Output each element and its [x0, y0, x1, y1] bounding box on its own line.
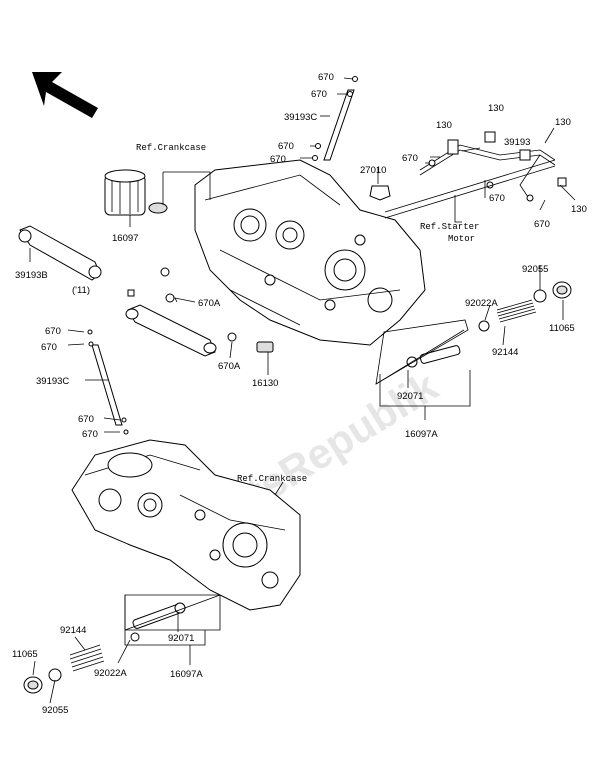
label-130: 130 [571, 204, 587, 215]
label-11-note: ('11) [72, 285, 90, 296]
label-16097: 16097 [112, 233, 138, 244]
label-670: 670 [45, 326, 61, 337]
label-39193b: 39193B [15, 270, 48, 281]
label-130: 130 [436, 120, 452, 131]
pipe-39193b-part [18, 225, 102, 281]
ref-starter-line1: Ref.Starter [420, 222, 479, 232]
label-16097a: 16097A [405, 429, 438, 440]
label-670: 670 [270, 154, 286, 165]
label-39193c: 39193C [36, 376, 69, 387]
ref-starter-line2: Motor [448, 234, 475, 244]
label-92055: 92055 [42, 705, 68, 716]
pipe-39193-part [419, 131, 567, 202]
relief-valve-top-part [406, 281, 572, 368]
label-670: 670 [278, 141, 294, 152]
label-11065: 11065 [549, 323, 575, 334]
switch-27010-part [369, 185, 391, 201]
lower-crankcase [71, 439, 301, 611]
label-92071: 92071 [397, 391, 423, 402]
label-11065: 11065 [12, 649, 38, 660]
label-27010: 27010 [360, 165, 386, 176]
label-670a: 670A [218, 361, 241, 372]
front-arrow-icon [32, 72, 98, 118]
label-130: 130 [555, 117, 571, 128]
label-130: 130 [488, 103, 504, 114]
label-92055: 92055 [522, 264, 548, 275]
label-92144: 92144 [60, 625, 86, 636]
pipe-39193c-left-part [87, 329, 129, 435]
ref-crankcase-lower: Ref.Crankcase [237, 474, 307, 484]
ref-crankcase-upper: Ref.Crankcase [136, 143, 206, 153]
label-39193: 39193 [504, 137, 530, 148]
label-92144: 92144 [492, 347, 518, 358]
label-670: 670 [41, 342, 57, 353]
label-92022a: 92022A [94, 668, 127, 679]
label-92022a: 92022A [465, 298, 498, 309]
label-670: 670 [489, 193, 505, 204]
label-670: 670 [534, 219, 550, 230]
label-670a: 670A [198, 298, 221, 309]
label-92071: 92071 [168, 633, 194, 644]
upper-crankcase [194, 159, 426, 346]
starter-reference-line-2 [384, 165, 556, 219]
label-670: 670 [311, 89, 327, 100]
label-670: 670 [82, 429, 98, 440]
starter-reference-line [384, 159, 556, 213]
leader-lines [29, 77, 576, 704]
label-16097a: 16097A [170, 669, 203, 680]
oil-pipe-part [125, 267, 274, 357]
oil-filter-part [104, 169, 168, 216]
relief-valve-bottom-part [23, 602, 186, 694]
label-670: 670 [318, 72, 334, 83]
label-670: 670 [78, 414, 94, 425]
label-16130: 16130 [252, 378, 278, 389]
label-670: 670 [402, 153, 418, 164]
label-39193c: 39193C [284, 112, 317, 123]
pipe-39193c-top-part [312, 76, 358, 161]
